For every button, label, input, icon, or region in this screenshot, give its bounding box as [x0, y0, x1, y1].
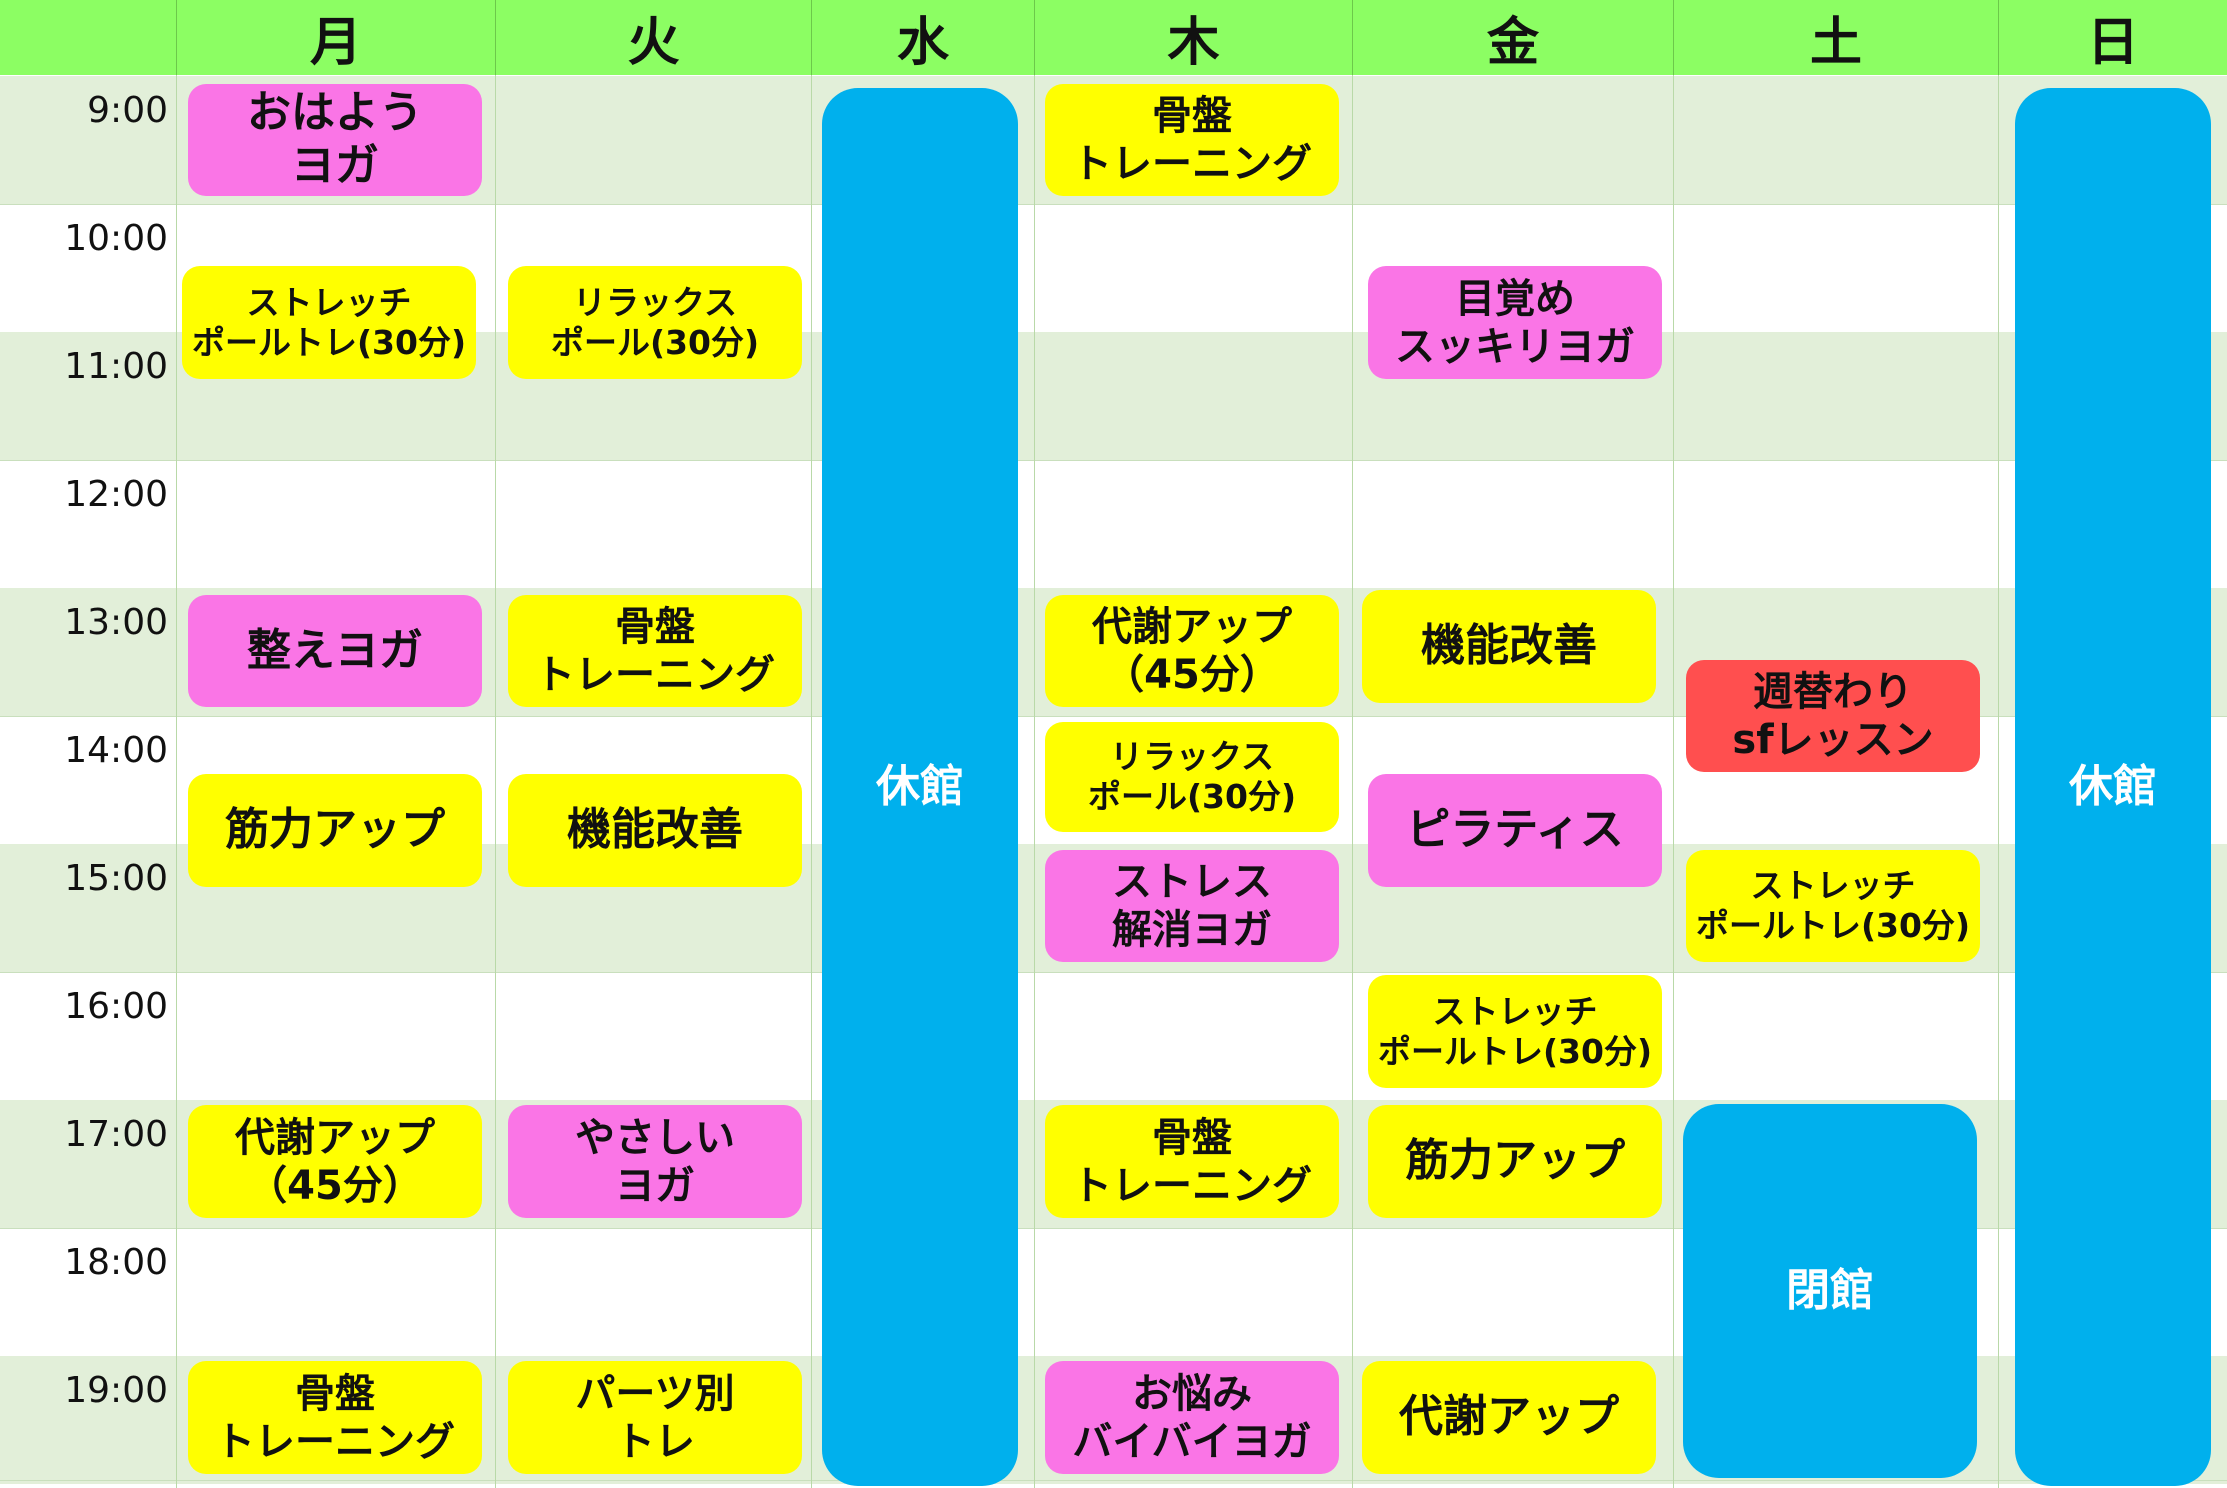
closed-block-wed: 休館	[822, 88, 1018, 1486]
class-block-mon-1430[interactable]: 筋力アップ	[188, 774, 482, 887]
class-block-mon-0900[interactable]: おはよう ヨガ	[188, 84, 482, 196]
time-label: 12:00	[64, 474, 168, 515]
day-header-thu: 木	[1035, 0, 1353, 75]
grid-line	[0, 204, 2227, 205]
time-label: 11:00	[64, 346, 168, 387]
day-header-fri: 金	[1353, 0, 1674, 75]
time-label: 17:00	[64, 1114, 168, 1155]
class-block-fri-1900[interactable]: 代謝アップ	[1362, 1361, 1656, 1474]
time-label: 19:00	[64, 1370, 168, 1411]
grid-line	[0, 1480, 2227, 1481]
grid-line	[811, 75, 812, 1488]
time-label: 9:00	[87, 90, 168, 131]
class-block-thu-0900[interactable]: 骨盤 トレーニング	[1045, 84, 1339, 196]
grid-line	[176, 75, 177, 1488]
grid-line	[0, 460, 2227, 461]
day-header-sat: 土	[1674, 0, 1999, 75]
grid-line	[0, 716, 2227, 717]
time-label: 13:00	[64, 602, 168, 643]
class-block-mon-1900[interactable]: 骨盤 トレーニング	[188, 1361, 482, 1474]
day-header-sun: 日	[1999, 0, 2227, 75]
class-block-thu-1900[interactable]: お悩み バイバイヨガ	[1045, 1361, 1339, 1474]
class-block-mon-1030[interactable]: ストレッチ ポールトレ(30分)	[182, 266, 476, 379]
class-block-fri-1030[interactable]: 目覚め スッキリヨガ	[1368, 266, 1662, 379]
day-header-wed: 水	[812, 0, 1035, 75]
grid-line	[1998, 75, 1999, 1488]
class-block-mon-1700[interactable]: 代謝アップ （45分）	[188, 1105, 482, 1218]
grid-line	[0, 972, 2227, 973]
day-header-tue: 火	[496, 0, 812, 75]
time-label: 14:00	[64, 730, 168, 771]
grid-line	[495, 75, 496, 1488]
class-block-thu-1500[interactable]: ストレス 解消ヨガ	[1045, 850, 1339, 962]
header-corner	[0, 0, 177, 75]
time-label: 16:00	[64, 986, 168, 1027]
class-block-thu-1400[interactable]: リラックス ポール(30分)	[1045, 722, 1339, 832]
class-block-fri-1700[interactable]: 筋力アップ	[1368, 1105, 1662, 1218]
time-label: 18:00	[64, 1242, 168, 1283]
class-block-tue-1900[interactable]: パーツ別 トレ	[508, 1361, 802, 1474]
class-block-mon-1300[interactable]: 整えヨガ	[188, 595, 482, 707]
class-block-tue-1300[interactable]: 骨盤 トレーニング	[508, 595, 802, 707]
class-block-tue-1430[interactable]: 機能改善	[508, 774, 802, 887]
class-block-tue-1030[interactable]: リラックス ポール(30分)	[508, 266, 802, 379]
class-block-sat-1500[interactable]: ストレッチ ポールトレ(30分)	[1686, 850, 1980, 962]
time-label: 10:00	[64, 218, 168, 259]
closed-block-sat-evening: 閉館	[1683, 1104, 1977, 1478]
class-block-thu-1700[interactable]: 骨盤 トレーニング	[1045, 1105, 1339, 1218]
class-block-tue-1700[interactable]: やさしい ヨガ	[508, 1105, 802, 1218]
grid-line	[1034, 75, 1035, 1488]
time-label: 15:00	[64, 858, 168, 899]
class-block-sat-1330[interactable]: 週替わり sfレッスン	[1686, 660, 1980, 772]
grid-line	[1352, 75, 1353, 1488]
class-block-thu-1300[interactable]: 代謝アップ （45分）	[1045, 595, 1339, 707]
class-block-fri-1430[interactable]: ピラティス	[1368, 774, 1662, 887]
closed-block-sun: 休館	[2015, 88, 2211, 1486]
day-header-mon: 月	[177, 0, 496, 75]
grid-line	[0, 1228, 2227, 1229]
class-block-fri-1300[interactable]: 機能改善	[1362, 590, 1656, 703]
class-block-fri-1600[interactable]: ストレッチ ポールトレ(30分)	[1368, 975, 1662, 1088]
grid-line	[1673, 75, 1674, 1488]
